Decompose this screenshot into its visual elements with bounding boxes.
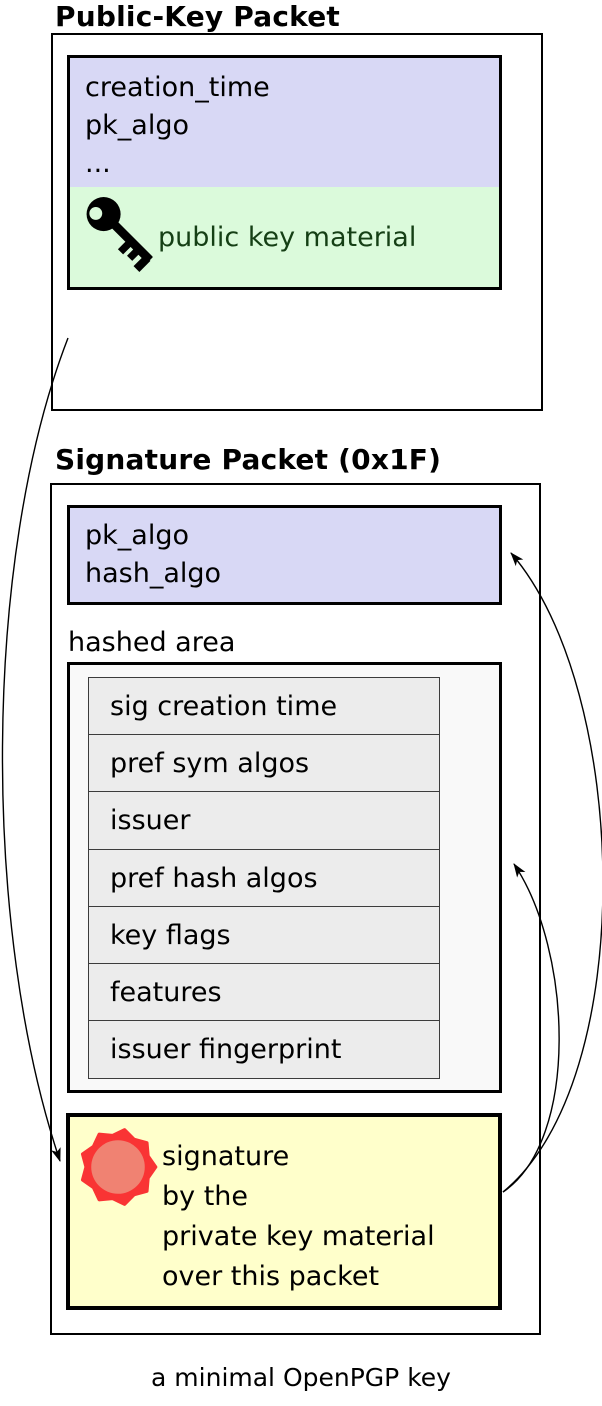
- field-hash-algo: hash_algo: [85, 558, 222, 589]
- signature-header-fields: pk_algo hash_algo: [67, 505, 502, 605]
- public-key-packet-fields: creation_time pk_algo ... public key mat: [67, 55, 502, 290]
- subpacket-sig-creation-time: sig creation time: [88, 677, 440, 736]
- signature-line-4: over this packet: [162, 1261, 380, 1292]
- subpacket-pref-sym-algos: pref sym algos: [88, 734, 440, 793]
- field-pk-algo: pk_algo: [85, 110, 189, 141]
- signature-description: signature by the private key material ov…: [162, 1137, 435, 1297]
- signature-line-2: by the: [162, 1181, 249, 1212]
- hashed-area-label: hashed area: [68, 627, 236, 658]
- subpacket-key-flags: key flags: [88, 905, 440, 965]
- seal-icon: [76, 1125, 160, 1213]
- key-icon: [76, 192, 168, 291]
- signature-line-3: private key material: [162, 1221, 435, 1252]
- public-key-material-box: public key material: [70, 187, 499, 287]
- hashed-subpacket-table: sig creation time pref sym algos issuer …: [88, 677, 440, 1080]
- subpacket-issuer: issuer: [88, 791, 440, 851]
- subpacket-pref-hash-algos: pref hash algos: [88, 848, 440, 908]
- signature-line-1: signature: [162, 1141, 290, 1172]
- subpacket-issuer-fingerprint: issuer fingerprint: [88, 1020, 440, 1080]
- public-key-material-label: public key material: [158, 221, 417, 253]
- field-ellipsis: ...: [85, 148, 111, 179]
- signature-packet-title: Signature Packet (0x1F): [55, 443, 442, 476]
- signature-header-inner: pk_algo hash_algo: [70, 508, 499, 602]
- diagram-caption: a minimal OpenPGP key: [151, 1363, 451, 1392]
- field-creation-time: creation_time: [85, 72, 270, 103]
- public-key-packet-title: Public-Key Packet: [55, 0, 341, 33]
- signature-value-box: signature by the private key material ov…: [66, 1113, 502, 1310]
- public-key-header-fields: creation_time pk_algo ...: [70, 58, 499, 187]
- subpacket-features: features: [88, 963, 440, 1022]
- field-sig-pk-algo: pk_algo: [85, 520, 189, 551]
